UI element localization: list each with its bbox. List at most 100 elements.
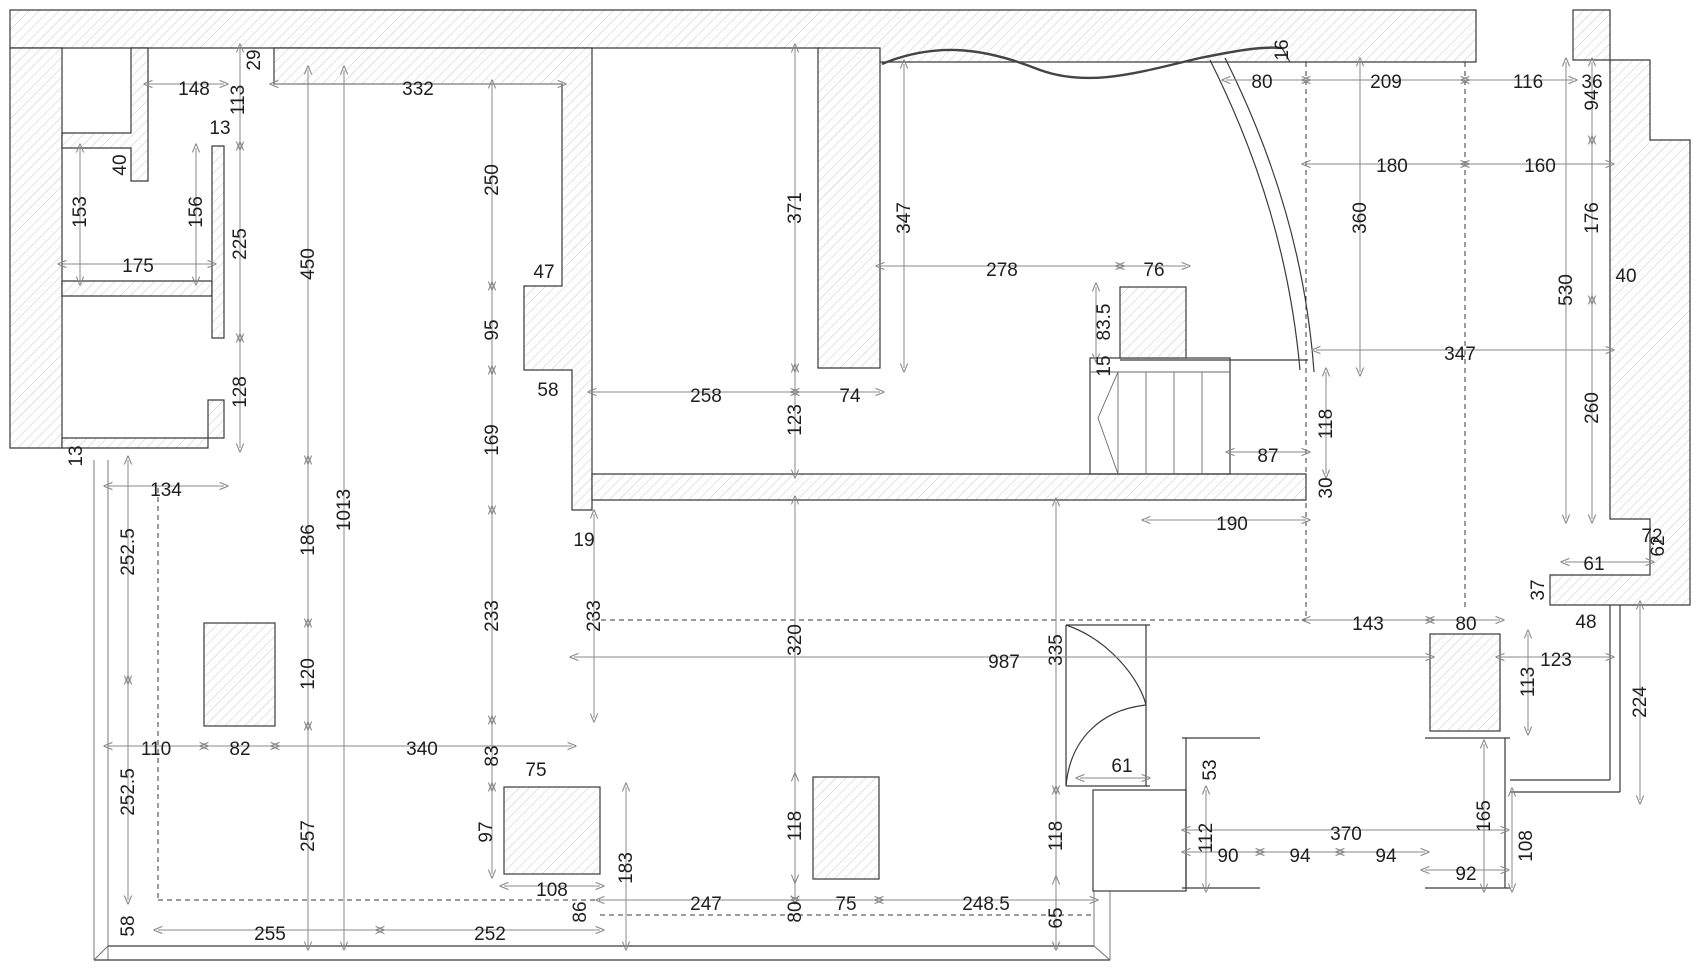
dim-252-5b: 252.5 [118,768,139,816]
dim-347b: 347 [1444,344,1476,365]
dim-450: 450 [298,248,319,280]
dim-252: 252 [474,924,506,945]
dim-233a: 233 [482,600,503,632]
dimension-lines [62,48,1650,946]
right-fixtures [1182,605,1621,889]
dim-156: 156 [186,196,207,228]
dim-332: 332 [402,79,434,100]
dim-19: 19 [573,530,594,551]
dim-169: 169 [482,424,503,456]
dim-113: 113 [228,85,249,115]
dim-1013: 1013 [334,489,355,531]
wall-shelf [61,280,213,297]
dim-94a: 94 [1582,89,1603,111]
dim-58a: 58 [537,380,558,401]
dim-30: 30 [1316,477,1337,498]
dim-110: 110 [141,739,171,760]
wall-small-room [61,47,149,182]
dim-260: 260 [1582,392,1603,424]
dim-233b: 233 [584,600,605,632]
dim-40b: 40 [1615,266,1636,287]
curved-wall-inner [1224,57,1315,373]
dim-360: 360 [1350,202,1371,234]
dim-252-5a: 252.5 [118,528,139,576]
wall-middle-room [817,47,881,369]
dim-72: 72 [1641,526,1662,547]
curtain-wave [881,46,1283,80]
wall-right-outer [1549,9,1691,606]
dim-13b: 13 [66,445,87,466]
dim-255: 255 [254,924,286,945]
dim-61b: 61 [1111,756,1132,777]
dim-112: 112 [1196,823,1217,853]
dim-94c: 94 [1375,846,1397,867]
dim-58b: 58 [118,915,139,936]
dim-29: 29 [244,49,265,70]
dim-118b: 118 [785,811,806,841]
dim-83: 83 [482,745,503,766]
dim-153: 153 [70,196,91,228]
dim-82: 82 [229,739,250,760]
dim-340: 340 [406,739,438,760]
dim-90: 90 [1217,846,1238,867]
dim-40a: 40 [110,154,131,175]
dim-320: 320 [785,624,806,656]
wall-left-outer [9,47,63,449]
box-door-base [1092,789,1187,892]
dim-108a: 108 [536,880,568,901]
dim-148: 148 [178,79,210,100]
dashed-guides [157,62,1466,916]
dim-987: 987 [988,652,1020,673]
dim-225: 225 [230,228,251,260]
dim-80b: 80 [1455,614,1476,635]
dim-175: 175 [122,256,154,277]
dim-180: 180 [1376,156,1408,177]
dim-120: 120 [298,658,319,690]
walls [9,9,1691,606]
dim-257: 257 [298,820,319,852]
dim-247: 247 [690,894,722,915]
dim-62: 62 [1648,535,1669,556]
dim-250: 250 [482,164,503,196]
curved-wall-outer [1209,59,1301,371]
dim-16: 16 [1272,39,1293,60]
dim-61a: 61 [1583,554,1604,575]
wall-partition-thin [211,145,225,339]
dim-53: 53 [1200,759,1221,780]
dim-76: 76 [1143,260,1164,281]
dim-118c: 118 [1046,821,1067,851]
dim-80c: 80 [785,901,806,922]
dim-65: 65 [1046,907,1067,928]
dim-347a: 347 [894,202,915,234]
dim-335: 335 [1046,634,1067,666]
dim-97: 97 [476,821,497,842]
dim-165: 165 [1474,800,1495,832]
dim-86: 86 [570,901,591,922]
dim-13a: 13 [209,118,230,139]
dim-278: 278 [986,260,1018,281]
dim-80a: 80 [1251,72,1272,93]
wall-horizontal-mid [591,473,1307,501]
dim-118a: 118 [1316,409,1337,439]
dim-143: 143 [1352,614,1384,635]
dim-224: 224 [1630,686,1651,718]
dim-95: 95 [482,319,503,340]
dim-160: 160 [1524,156,1556,177]
dim-183: 183 [616,852,637,884]
dim-92: 92 [1455,864,1476,885]
column-bottom-left [503,786,601,875]
curve-end [1281,47,1291,63]
dim-15: 15 [1094,355,1115,376]
dim-75a: 75 [525,760,546,781]
door-swings [1065,624,1150,787]
dim-94b: 94 [1289,846,1311,867]
column-right [1429,633,1501,732]
dim-75b: 75 [835,894,856,915]
dim-123a: 123 [785,404,806,436]
dim-530: 530 [1556,274,1577,306]
dim-113b: 113 [1518,667,1539,697]
dim-128: 128 [230,376,251,408]
dim-258: 258 [690,386,722,407]
column-upper [1119,286,1187,359]
